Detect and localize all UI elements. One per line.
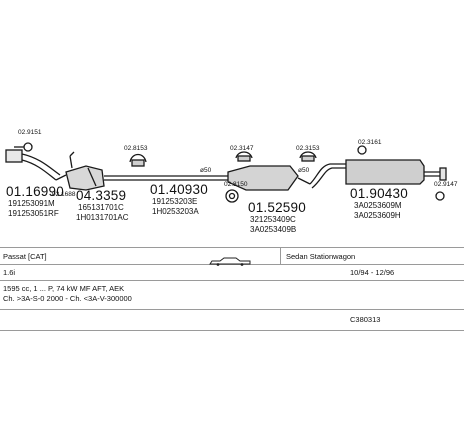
- date-range-label: 10/94 - 12/96: [350, 268, 395, 277]
- part-code-4b: 3A0253409B: [250, 225, 296, 234]
- mounting-clip-3-drawing: [299, 151, 317, 162]
- part-code-5b: 3A0253609H: [354, 211, 401, 220]
- exhaust-system-diagram: 01.16990 191253091M 191253051RF 02.9151 …: [5, 129, 458, 234]
- part-code-1b: 191253051RF: [8, 209, 59, 218]
- part-code-4a: 321253409C: [250, 215, 296, 224]
- part-number-2: 04.3359: [76, 188, 126, 203]
- rear-clamp-drawing: [357, 145, 445, 201]
- part-code-2b: 1H0131701AC: [76, 213, 129, 222]
- table-divider: [280, 247, 281, 264]
- table-line-3: [0, 280, 464, 281]
- front-clamp-drawing: [14, 142, 33, 152]
- body-type-label: Sedan Stationwagon: [286, 252, 356, 261]
- table-line-4: [0, 309, 464, 310]
- engine-details-label: 1595 cc, 1 ... P, 74 kW MF AFT, AEK: [3, 284, 125, 293]
- part-code-3b: 1H0253203A: [152, 207, 199, 216]
- clamp-ref-3: 02.8153: [124, 145, 148, 152]
- part-code-1a: 191253091M: [8, 199, 55, 208]
- mounting-clip-2-drawing: [225, 151, 253, 203]
- rear-silencer-drawing: [345, 159, 447, 185]
- table-line-5: [0, 330, 464, 331]
- car-silhouette-icon: [208, 253, 252, 266]
- mount-ref-3: 02.3161: [358, 139, 382, 146]
- clamp-ref-2: 02.1688: [52, 191, 76, 198]
- part-number-4: 01.52590: [248, 200, 306, 215]
- part-number-1: 01.16990: [6, 184, 64, 199]
- mount-ref-1: 02.3147: [230, 145, 254, 152]
- part-code-5a: 3A0253609M: [354, 201, 402, 210]
- model-label: Passat [CAT]: [3, 252, 47, 261]
- middle-pipe-drawing: [104, 175, 228, 181]
- part-number-5: 01.90430: [350, 186, 408, 201]
- catalog-number-label: C380313: [350, 315, 381, 324]
- part-code-2a: 165131701C: [78, 203, 124, 212]
- mounting-clip-1-drawing: [129, 153, 147, 167]
- pipe-diameter-1: ø50: [200, 167, 212, 174]
- clamp-ref-1: 02.9151: [18, 129, 42, 136]
- mount-ref-2: 02.3153: [296, 145, 320, 152]
- pipe-diameter-2: ø50: [298, 167, 310, 174]
- table-line-top: [0, 247, 464, 248]
- front-pipe-drawing: [5, 149, 67, 181]
- part-code-3a: 191253203E: [152, 197, 197, 206]
- clamp-ref-5: 02.9147: [434, 181, 458, 188]
- rear-pipe-drawing: [309, 163, 346, 189]
- chassis-label: Ch. >3A-S-0 2000 - Ch. <3A-V-300000: [3, 294, 132, 303]
- catalytic-converter-drawing: [65, 151, 105, 191]
- clamp-ref-4: 02.8150: [224, 181, 248, 188]
- middle-silencer-drawing: [227, 165, 311, 191]
- part-number-3: 01.40930: [150, 182, 208, 197]
- engine-label: 1.6i: [3, 268, 16, 277]
